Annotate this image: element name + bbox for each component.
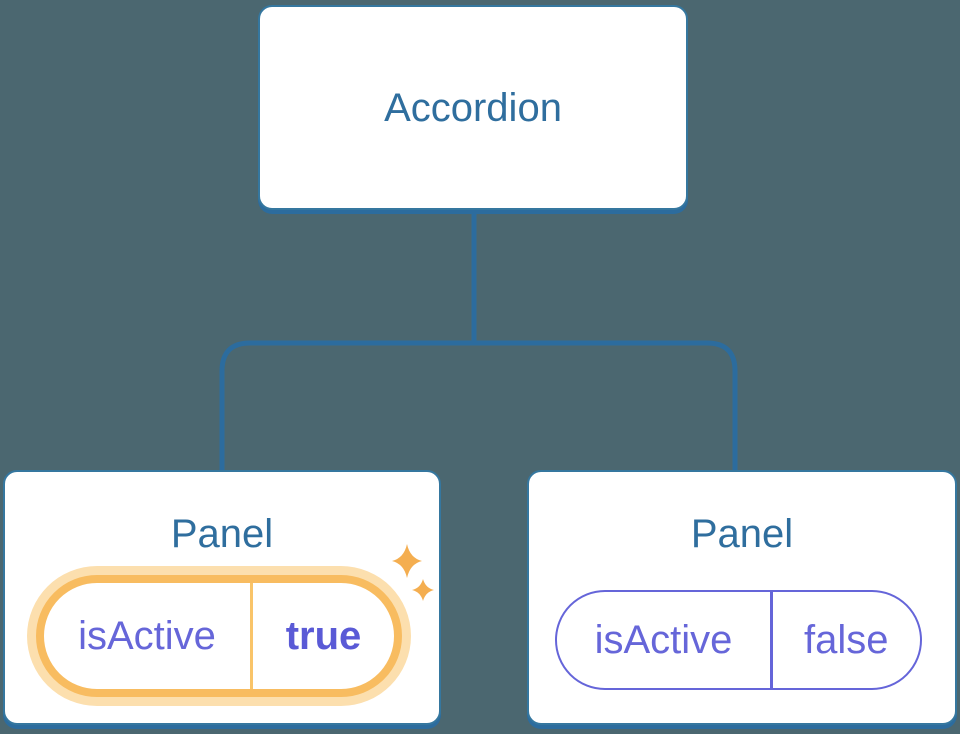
sparkle-large-icon — [392, 544, 422, 578]
pill-divider — [250, 583, 253, 689]
sparkle-small-icon — [412, 579, 434, 601]
state-pill-active: isActive true — [36, 575, 402, 697]
tree-node-accordion: Accordion — [258, 5, 688, 210]
sparkle-icon — [392, 544, 434, 601]
state-value: true — [285, 613, 362, 658]
state-name: isActive — [78, 613, 216, 658]
panel-node-label: Panel — [690, 512, 794, 556]
state-value: false — [804, 617, 889, 662]
connector-branch — [219, 340, 738, 475]
panel-node-label: Panel — [170, 512, 274, 556]
state-pill-inactive: isActive false — [555, 590, 922, 690]
pill-divider — [770, 592, 773, 688]
accordion-node-label: Accordion — [384, 85, 562, 130]
state-name: isActive — [594, 617, 733, 662]
